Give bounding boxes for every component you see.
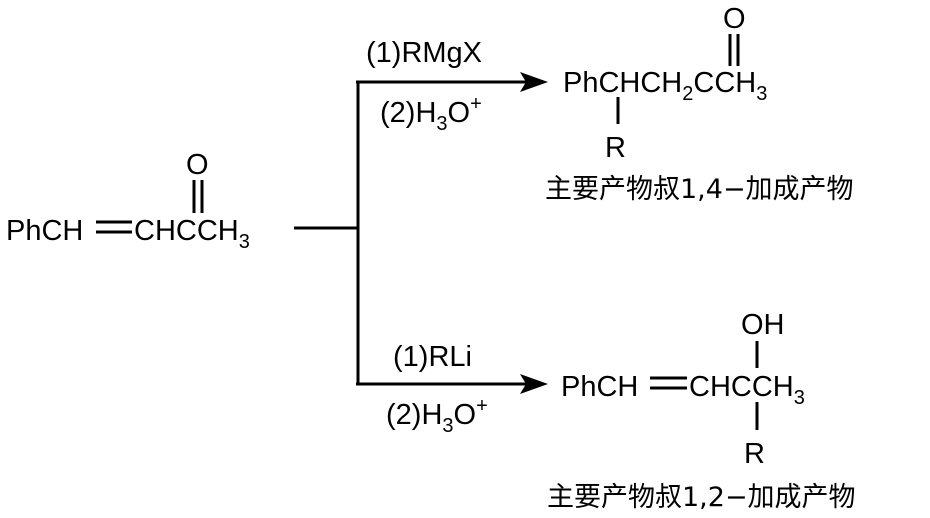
top-arrow-head — [520, 72, 548, 92]
start-phch-label: PhCH — [6, 215, 83, 247]
branch-connector — [294, 82, 360, 384]
top-product-caption: 主要产物叔1,4−加成产物 — [545, 174, 854, 205]
bottom-condition-1: (1)RLi — [393, 341, 472, 373]
top-condition-2: (2)H3O+ — [380, 93, 482, 135]
top-product-carbonyl-oxygen: O — [723, 3, 746, 35]
starting-material: PhCH CHCCH3 O — [6, 149, 250, 253]
bottom-condition-2: (2)H3O+ — [386, 395, 488, 437]
bottom-product: PhCH CHCCH3 OH R — [561, 309, 805, 470]
bottom-product-phch-label: PhCH — [561, 371, 638, 403]
start-chc-ch-label: CHCCH3 — [134, 215, 250, 253]
bottom-product-chcch-label: CHCCH3 — [689, 371, 805, 409]
bottom-product-caption: 主要产物叔1,2−加成产物 — [547, 482, 856, 513]
bottom-product-hydroxyl: OH — [741, 309, 785, 341]
bottom-reaction: (1)RLi (2)H3O+ PhCH CHCCH3 OH R 主要产物叔1,2… — [356, 309, 856, 513]
top-product-r-group: R — [605, 132, 626, 164]
top-product: PhCHCH2CCH3 O R — [563, 3, 767, 164]
bottom-product-r-group: R — [744, 438, 765, 470]
top-product-formula: PhCHCH2CCH3 — [563, 67, 767, 105]
start-carbonyl-oxygen: O — [186, 149, 209, 181]
top-reaction: (1)RMgX (2)H3O+ PhCHCH2CCH3 O R 主要产物叔1,4… — [356, 3, 854, 205]
top-condition-1: (1)RMgX — [366, 37, 482, 69]
bottom-arrow-head — [520, 374, 548, 394]
